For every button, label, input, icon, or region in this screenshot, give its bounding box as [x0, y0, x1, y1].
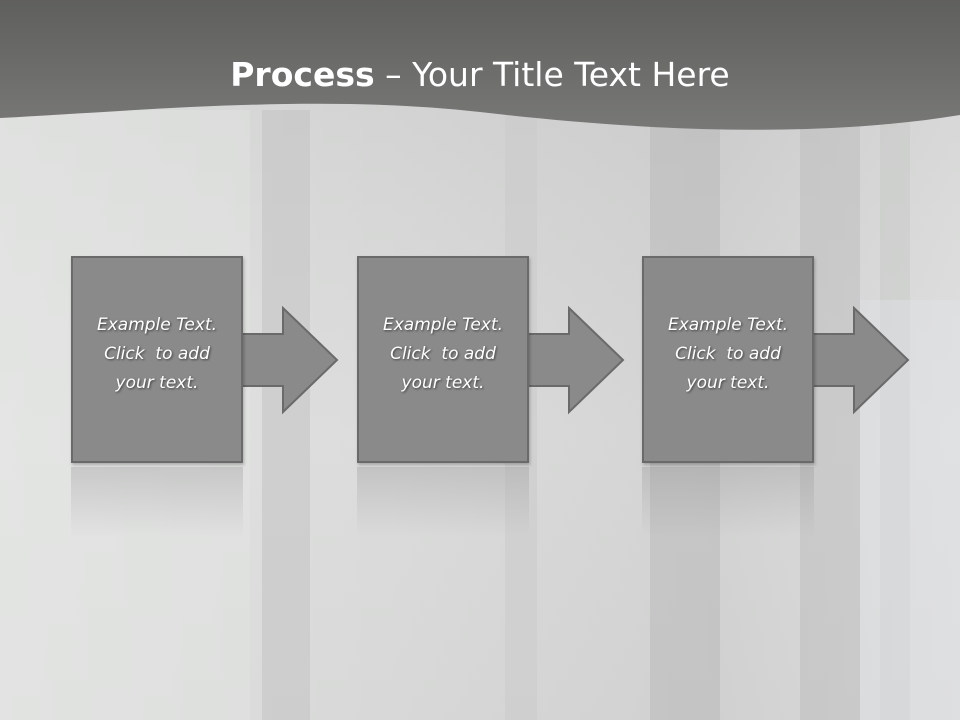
process-step-2: Example Text. Click to add your text. — [357, 256, 657, 537]
process-step-3: Example Text. Click to add your text. — [642, 256, 942, 537]
step-text: Example Text. Click to add your text. — [357, 311, 529, 398]
step-box — [357, 256, 529, 463]
step-reflection — [357, 467, 529, 537]
step-text-line: your text. — [686, 373, 770, 393]
step-text: Example Text. Click to add your text. — [71, 311, 243, 398]
step-text-line: Click to add — [104, 344, 210, 364]
process-step-1: Example Text. Click to add your text. — [71, 256, 371, 537]
step-box — [71, 256, 243, 463]
slide-title: Process – Your Title Text Here — [0, 50, 960, 100]
title-bold: Process — [230, 55, 375, 94]
step-text-line: Click to add — [675, 344, 781, 364]
step-text-line: Example Text. — [667, 315, 789, 335]
step-text: Example Text. Click to add your text. — [642, 311, 814, 398]
step-reflection — [642, 467, 814, 537]
step-arrow-icon — [525, 306, 625, 415]
step-text-line: Click to add — [390, 344, 496, 364]
step-text-line: Example Text. — [382, 315, 504, 335]
step-arrow-icon — [810, 306, 910, 415]
step-box — [642, 256, 814, 463]
title-rest: – Your Title Text Here — [374, 55, 730, 94]
step-reflection — [71, 467, 243, 537]
step-text-line: your text. — [401, 373, 485, 393]
header-band — [0, 0, 960, 130]
step-arrow-icon — [239, 306, 339, 415]
step-text-line: your text. — [115, 373, 199, 393]
step-text-line: Example Text. — [96, 315, 218, 335]
